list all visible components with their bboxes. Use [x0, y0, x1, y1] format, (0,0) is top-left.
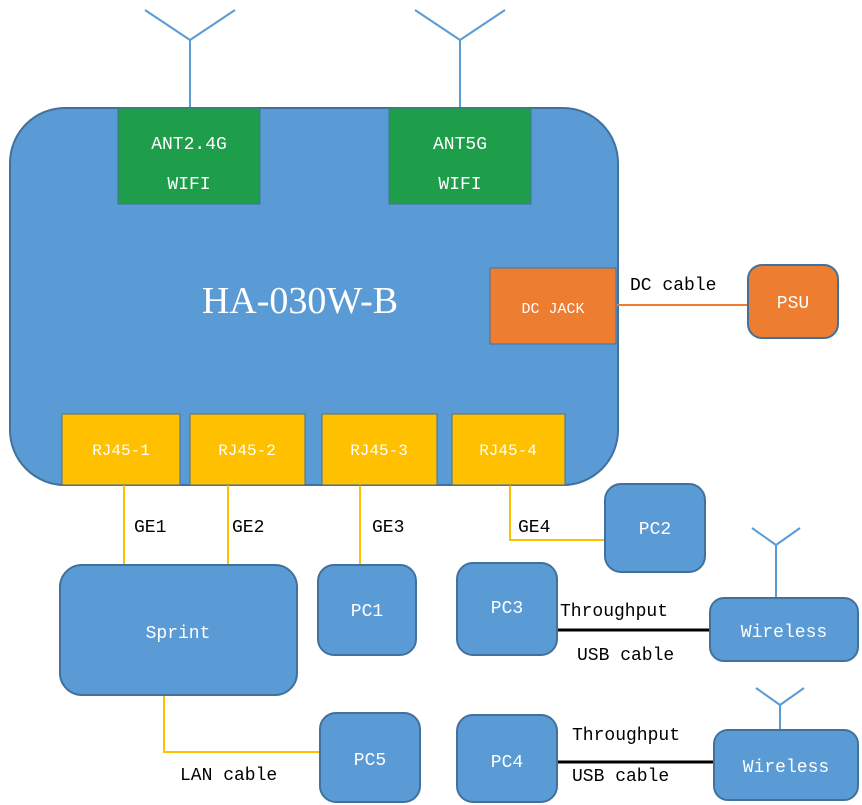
psu-box — [747, 264, 839, 339]
wireless-1-label: Wireless — [741, 623, 827, 643]
wireless-2-label: Wireless — [743, 758, 829, 778]
psu-label: PSU — [777, 294, 809, 314]
sprint-box — [59, 564, 298, 696]
wireless-1-box — [709, 597, 859, 662]
antenna-symbol-24g — [144, 9, 236, 108]
ge3-label: GE3 — [372, 518, 404, 538]
ge2-label: GE2 — [232, 518, 264, 538]
pc2-label: PC2 — [639, 520, 671, 540]
antenna-5g-sublabel: WIFI — [438, 175, 481, 195]
antenna-module-5g: ANT5G WIFI — [388, 107, 532, 205]
pc5-label: PC5 — [354, 751, 386, 771]
dc-cable-label: DC cable — [630, 276, 716, 296]
dc-jack — [489, 267, 617, 345]
pc2-box — [604, 483, 706, 573]
port-rj45-2: RJ45-2 — [189, 413, 306, 486]
throughput-label-2: Throughput — [572, 726, 680, 746]
antenna-5g-label: ANT5G — [433, 135, 487, 155]
svg-text:RJ45-4: RJ45-4 — [479, 442, 537, 460]
throughput-label-1: Throughput — [560, 602, 668, 622]
lan-cable-label: LAN cable — [180, 766, 277, 786]
svg-text:RJ45-1: RJ45-1 — [92, 442, 150, 460]
sprint-label: Sprint — [146, 624, 211, 644]
pc1-box — [317, 564, 417, 656]
device-name: HA-030W-B — [202, 280, 398, 322]
pc4-label: PC4 — [491, 753, 523, 773]
pc3-label: PC3 — [491, 599, 523, 619]
svg-text:RJ45-2: RJ45-2 — [218, 442, 276, 460]
pc3-box — [456, 562, 558, 656]
usb-cable-label-2: USB cable — [572, 767, 669, 787]
svg-text:RJ45-3: RJ45-3 — [350, 442, 408, 460]
wireless-2-box — [713, 729, 859, 801]
port-rj45-4: RJ45-4 — [451, 413, 566, 486]
ge4-line — [509, 485, 605, 541]
pc4-box — [456, 714, 558, 803]
wireless-1-antenna-icon — [751, 527, 801, 598]
usb-cable-label-1: USB cable — [577, 646, 674, 666]
antenna-symbol-5g — [414, 9, 506, 108]
dc-jack-label: DC JACK — [521, 301, 584, 318]
pc5-box — [319, 712, 421, 803]
lan-cable-line — [163, 695, 320, 753]
wireless-2-antenna-icon — [755, 687, 805, 730]
pc1-label: PC1 — [351, 602, 383, 622]
ge1-label: GE1 — [134, 518, 166, 538]
antenna-module-24g: ANT2.4G WIFI — [117, 107, 261, 205]
antenna-24g-sublabel: WIFI — [167, 175, 210, 195]
port-rj45-3: RJ45-3 — [321, 413, 438, 486]
port-rj45-1: RJ45-1 — [61, 413, 181, 486]
antenna-24g-label: ANT2.4G — [151, 135, 227, 155]
ge4-label: GE4 — [518, 518, 550, 538]
